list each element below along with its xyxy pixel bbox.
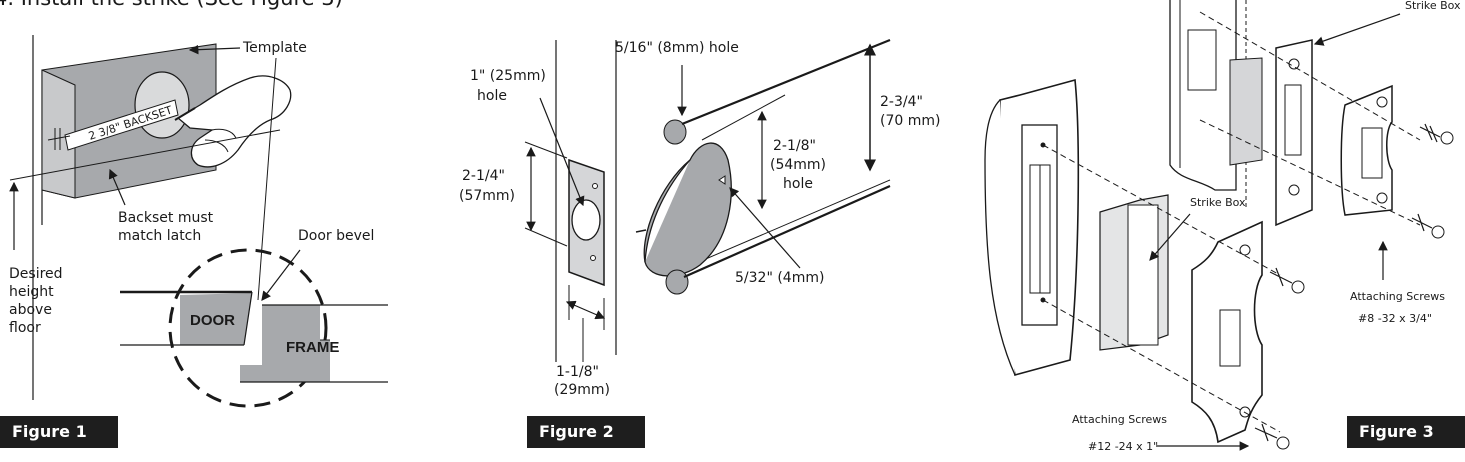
figure-1: 2 3/8" BACKSET Template Backset must mat… (9, 35, 388, 408)
attaching-screws-right-label-2: #8 -32 x 3/4" (1358, 312, 1432, 325)
dim-2-1-4-label-2: (57mm) (459, 188, 515, 204)
backset-must-label-1: Backset must (118, 210, 214, 226)
figure-2: 1" (25mm) hole 2-1/4" (57mm) 1-1/8" (29m… (459, 38, 940, 398)
frame-section (240, 305, 330, 382)
bevel-detail-circle (168, 248, 328, 408)
attaching-screws-right-label-1: Attaching Screws (1350, 290, 1445, 303)
figure-2-tab: Figure 2 (527, 416, 645, 448)
dim-5-32-label: 5/32" (4mm) (735, 270, 824, 286)
hole-1in-label-1: 1" (25mm) (470, 68, 546, 84)
figure-1-tab: Figure 1 (0, 416, 118, 448)
desired-height-label-2: height (9, 284, 54, 300)
attaching-screws-bottom-label-2: #12 -24 x 1" (1088, 440, 1158, 453)
screw-icon (1411, 213, 1433, 232)
desired-height-label-1: Desired (9, 266, 63, 282)
dim-2-1-8-label-3: hole (783, 176, 813, 192)
door-edge (41, 69, 76, 199)
desired-height-label-3: above (9, 302, 52, 318)
door-section (180, 293, 252, 345)
screw-icon (1269, 267, 1293, 287)
attaching-screws-bottom-label-1: Attaching Screws (1072, 413, 1167, 426)
strike-box-label: Strike Box (1190, 196, 1246, 209)
backset-template-strip (64, 99, 179, 151)
door-label: DOOR (190, 312, 235, 329)
frame-label: FRAME (286, 339, 339, 356)
dim-2-1-4-label-1: 2-1/4" (462, 168, 505, 184)
figure-3: Strike Box Attaching Screws #8 -32 x 3/4… (984, 0, 1461, 453)
template-label: Template (242, 40, 307, 56)
dim-1-1-8-label-1: 1-1/8" (556, 364, 599, 380)
desired-height-label-4: floor (9, 320, 41, 336)
door-bevel-label: Door bevel (298, 228, 374, 244)
figure-3-tab: Figure 3 (1347, 416, 1465, 448)
hole-1in-label-2: hole (477, 88, 507, 104)
dim-2-3-4-label-1: 2-3/4" (880, 94, 923, 110)
dim-2-1-8-label-1: 2-1/8" (773, 138, 816, 154)
backset-must-label-2: match latch (118, 228, 201, 244)
dim-2-3-4-label-2: (70 mm) (880, 113, 940, 129)
dim-2-1-8-label-2: (54mm) (770, 157, 826, 173)
bore-hole (643, 142, 732, 277)
dim-1-1-8-label-2: (29mm) (554, 382, 610, 398)
screw-icon (1419, 123, 1441, 143)
step-heading: 4. Install the strike (See Figure 3) (0, 0, 343, 10)
hole-5-16-label: 5/16" (8mm) hole (615, 40, 739, 56)
screw-icon (1254, 423, 1278, 442)
strike-box-top-label: Strike Box (1405, 0, 1461, 12)
